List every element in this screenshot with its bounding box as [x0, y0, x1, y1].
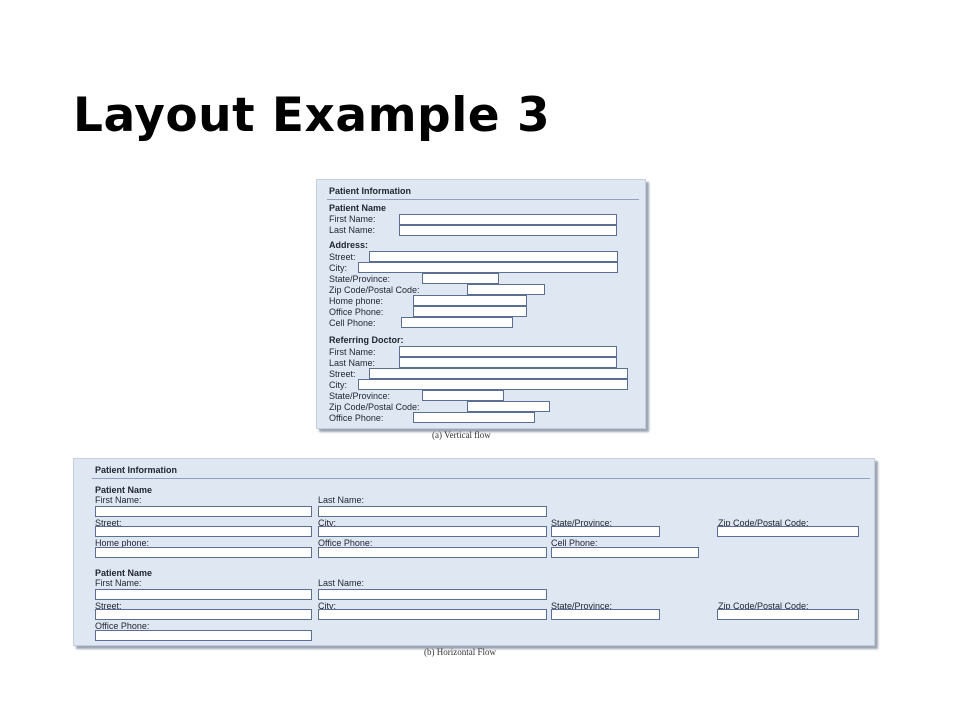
header-divider	[327, 199, 639, 200]
city-label-2: City:	[318, 601, 336, 611]
first-name-field-2[interactable]	[95, 589, 312, 600]
referring-state-province-label: State/Province:	[329, 391, 391, 401]
referring-office-phone-label: Office Phone:	[329, 413, 384, 423]
last-name-label: Last Name:	[329, 225, 376, 235]
first-name-label: First Name:	[329, 214, 376, 224]
zip-code-label-2: Zip Code/Postal Code:	[718, 601, 809, 611]
office-phone-label: Office Phone:	[318, 538, 373, 548]
zip-code-label: Zip Code/Postal Code:	[718, 518, 809, 528]
section-title-referring-doctor: Referring Doctor:	[329, 335, 404, 345]
street-label: Street:	[95, 518, 122, 528]
first-name-label-2: First Name:	[95, 578, 142, 588]
home-phone-field[interactable]	[413, 295, 527, 306]
cell-phone-field[interactable]	[551, 547, 699, 558]
zip-code-field[interactable]	[717, 526, 859, 537]
referring-street-field[interactable]	[369, 368, 628, 379]
office-phone-label-2: Office Phone:	[95, 621, 150, 631]
city-label: City:	[329, 263, 347, 273]
referring-street-label: Street:	[329, 369, 356, 379]
referring-first-name-label: First Name:	[329, 347, 376, 357]
office-phone-label: Office Phone:	[329, 307, 384, 317]
state-province-field[interactable]	[551, 526, 660, 537]
street-field[interactable]	[369, 251, 618, 262]
vertical-flow-form: Patient Information Patient Name First N…	[316, 179, 646, 429]
section-title-patient-name: Patient Name	[95, 485, 153, 495]
form-header: Patient Information	[329, 186, 412, 196]
referring-zip-code-field[interactable]	[467, 401, 550, 412]
home-phone-label: Home phone:	[95, 538, 150, 548]
last-name-label: Last Name:	[318, 495, 365, 505]
state-province-label-2: State/Province:	[551, 601, 613, 611]
section-title-address: Address:	[329, 240, 369, 250]
slide-title: Layout Example 3	[73, 88, 551, 143]
first-name-label: First Name:	[95, 495, 142, 505]
referring-last-name-field[interactable]	[399, 357, 617, 368]
last-name-field-2[interactable]	[318, 589, 547, 600]
referring-state-province-field[interactable]	[422, 390, 504, 401]
referring-zip-code-label: Zip Code/Postal Code:	[329, 402, 420, 412]
first-name-field[interactable]	[399, 214, 617, 225]
city-field[interactable]	[318, 526, 547, 537]
cell-phone-label: Cell Phone:	[551, 538, 598, 548]
office-phone-field[interactable]	[413, 306, 527, 317]
vertical-flow-caption: (a) Vertical flow	[432, 430, 491, 440]
cell-phone-label: Cell Phone:	[329, 318, 376, 328]
street-label: Street:	[329, 252, 356, 262]
city-field-2[interactable]	[318, 609, 547, 620]
state-province-field-2[interactable]	[551, 609, 660, 620]
zip-code-field[interactable]	[467, 284, 545, 295]
first-name-field[interactable]	[95, 506, 312, 517]
horizontal-flow-caption: (b) Horizontal Flow	[424, 647, 496, 657]
last-name-label-2: Last Name:	[318, 578, 365, 588]
header-divider	[92, 478, 870, 479]
section-title-patient-name: Patient Name	[329, 203, 387, 213]
referring-last-name-label: Last Name:	[329, 358, 376, 368]
form-header: Patient Information	[95, 465, 178, 475]
cell-phone-field[interactable]	[401, 317, 513, 328]
office-phone-field-2[interactable]	[95, 630, 312, 641]
referring-city-label: City:	[329, 380, 347, 390]
last-name-field[interactable]	[399, 225, 617, 236]
zip-code-field-2[interactable]	[717, 609, 859, 620]
zip-code-label: Zip Code/Postal Code:	[329, 285, 420, 295]
state-province-field[interactable]	[422, 273, 499, 284]
street-field[interactable]	[95, 526, 312, 537]
city-field[interactable]	[358, 262, 618, 273]
last-name-field[interactable]	[318, 506, 547, 517]
home-phone-field[interactable]	[95, 547, 312, 558]
horizontal-flow-form: Patient Information Patient Name First N…	[73, 458, 875, 646]
street-label-2: Street:	[95, 601, 122, 611]
office-phone-field[interactable]	[318, 547, 547, 558]
state-province-label: State/Province:	[329, 274, 391, 284]
street-field-2[interactable]	[95, 609, 312, 620]
state-province-label: State/Province:	[551, 518, 613, 528]
referring-first-name-field[interactable]	[399, 346, 617, 357]
referring-city-field[interactable]	[358, 379, 628, 390]
referring-office-phone-field[interactable]	[413, 412, 535, 423]
city-label: City:	[318, 518, 336, 528]
section-title-patient-name-2: Patient Name	[95, 568, 153, 578]
home-phone-label: Home phone:	[329, 296, 384, 306]
